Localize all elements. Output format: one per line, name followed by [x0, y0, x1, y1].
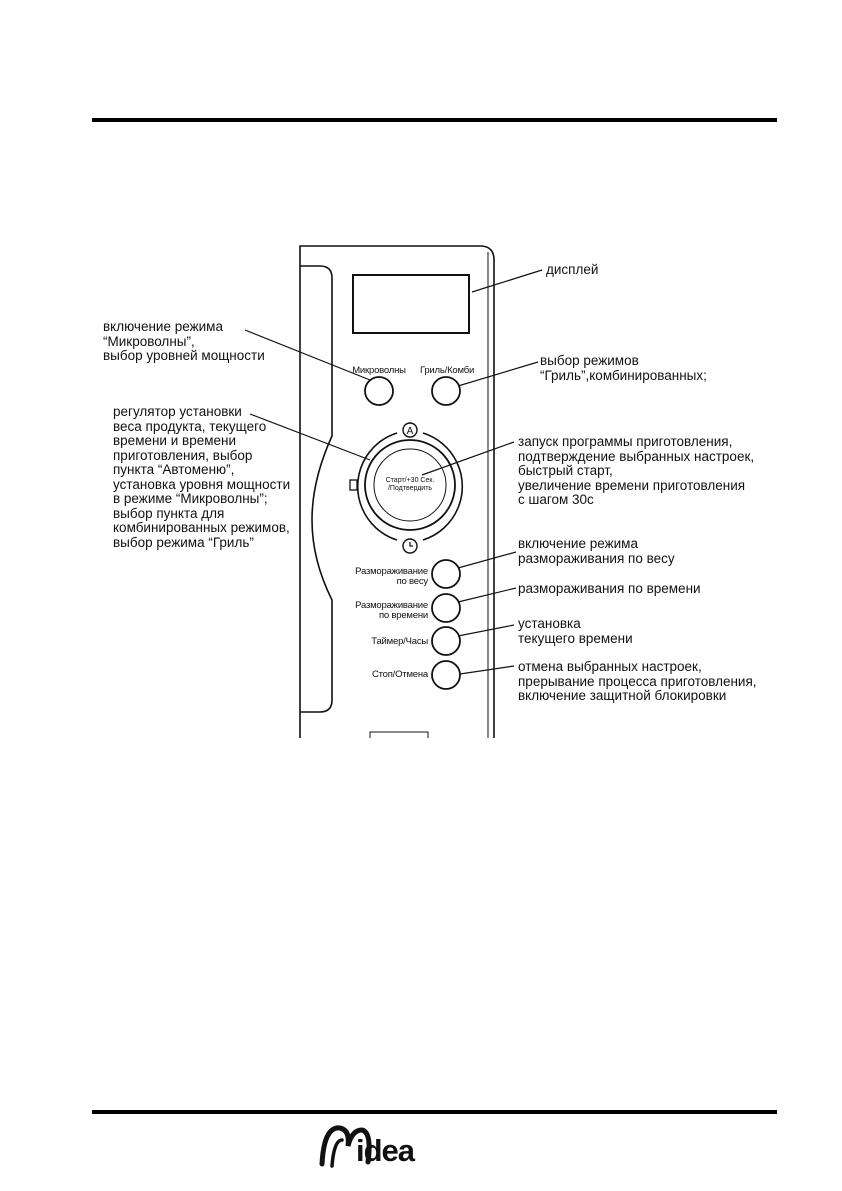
defrost-weight-label: Размораживание по весу	[355, 566, 428, 587]
defrost-weight-button	[431, 559, 461, 589]
callout-timer: установка текущего времени	[518, 616, 633, 646]
defrost-time-label: Размораживание по времени	[355, 600, 428, 621]
callout-microwave: включение режима “Микроволны”, выбор уро…	[103, 319, 265, 363]
weight-icon	[349, 479, 358, 491]
callout-defrost-time: размораживания по времени	[518, 581, 701, 596]
timer-label: Таймер/Часы	[371, 636, 428, 647]
leader-grill	[457, 361, 539, 387]
callout-defrost-weight: включение режима размораживания по весу	[518, 536, 675, 566]
microwave-button-label: Микроволны	[352, 365, 406, 376]
clock-icon	[402, 538, 418, 554]
stop-label: Стоп/Отмена	[371, 669, 428, 680]
door-handle	[300, 265, 333, 713]
leader-knob	[249, 413, 371, 461]
callout-display: дисплей	[546, 262, 599, 277]
knob-top-symbol: A	[407, 426, 414, 437]
auto-menu-icon	[402, 422, 418, 438]
leader-start	[421, 441, 515, 476]
display-window	[352, 274, 470, 334]
defrost-time-button	[431, 593, 461, 623]
leader-display	[471, 269, 543, 293]
leader-stop	[459, 665, 515, 675]
footer-rule	[92, 1110, 777, 1114]
start-button-label: Старт/+30 Сек. /Подтвердить	[385, 477, 435, 492]
microwave-button	[364, 376, 394, 406]
leader-defrost-time	[457, 587, 517, 603]
leader-timer	[457, 624, 515, 637]
selector-knob	[364, 439, 456, 531]
timer-clock-button	[431, 626, 461, 656]
callout-grill: выбор режимов “Гриль”,комбинированных;	[540, 353, 707, 383]
leader-defrost-weight	[457, 551, 517, 569]
callout-stop: отмена выбранных настроек, прерывание пр…	[518, 659, 757, 703]
callout-knob: регулятор установки веса продукта, текущ…	[113, 404, 291, 550]
stop-cancel-button	[431, 660, 461, 690]
logo-text: idea	[356, 1133, 415, 1168]
midea-logo-icon	[319, 1125, 372, 1168]
leader-microwave	[244, 329, 371, 381]
panel-outline	[299, 245, 495, 738]
header-rule	[92, 118, 777, 122]
knob-inner	[373, 448, 447, 522]
grill-combi-button	[431, 376, 461, 406]
grill-button-label: Гриль/Комби	[419, 365, 475, 376]
callout-start: запуск программы приготовления, подтверж…	[518, 434, 755, 507]
